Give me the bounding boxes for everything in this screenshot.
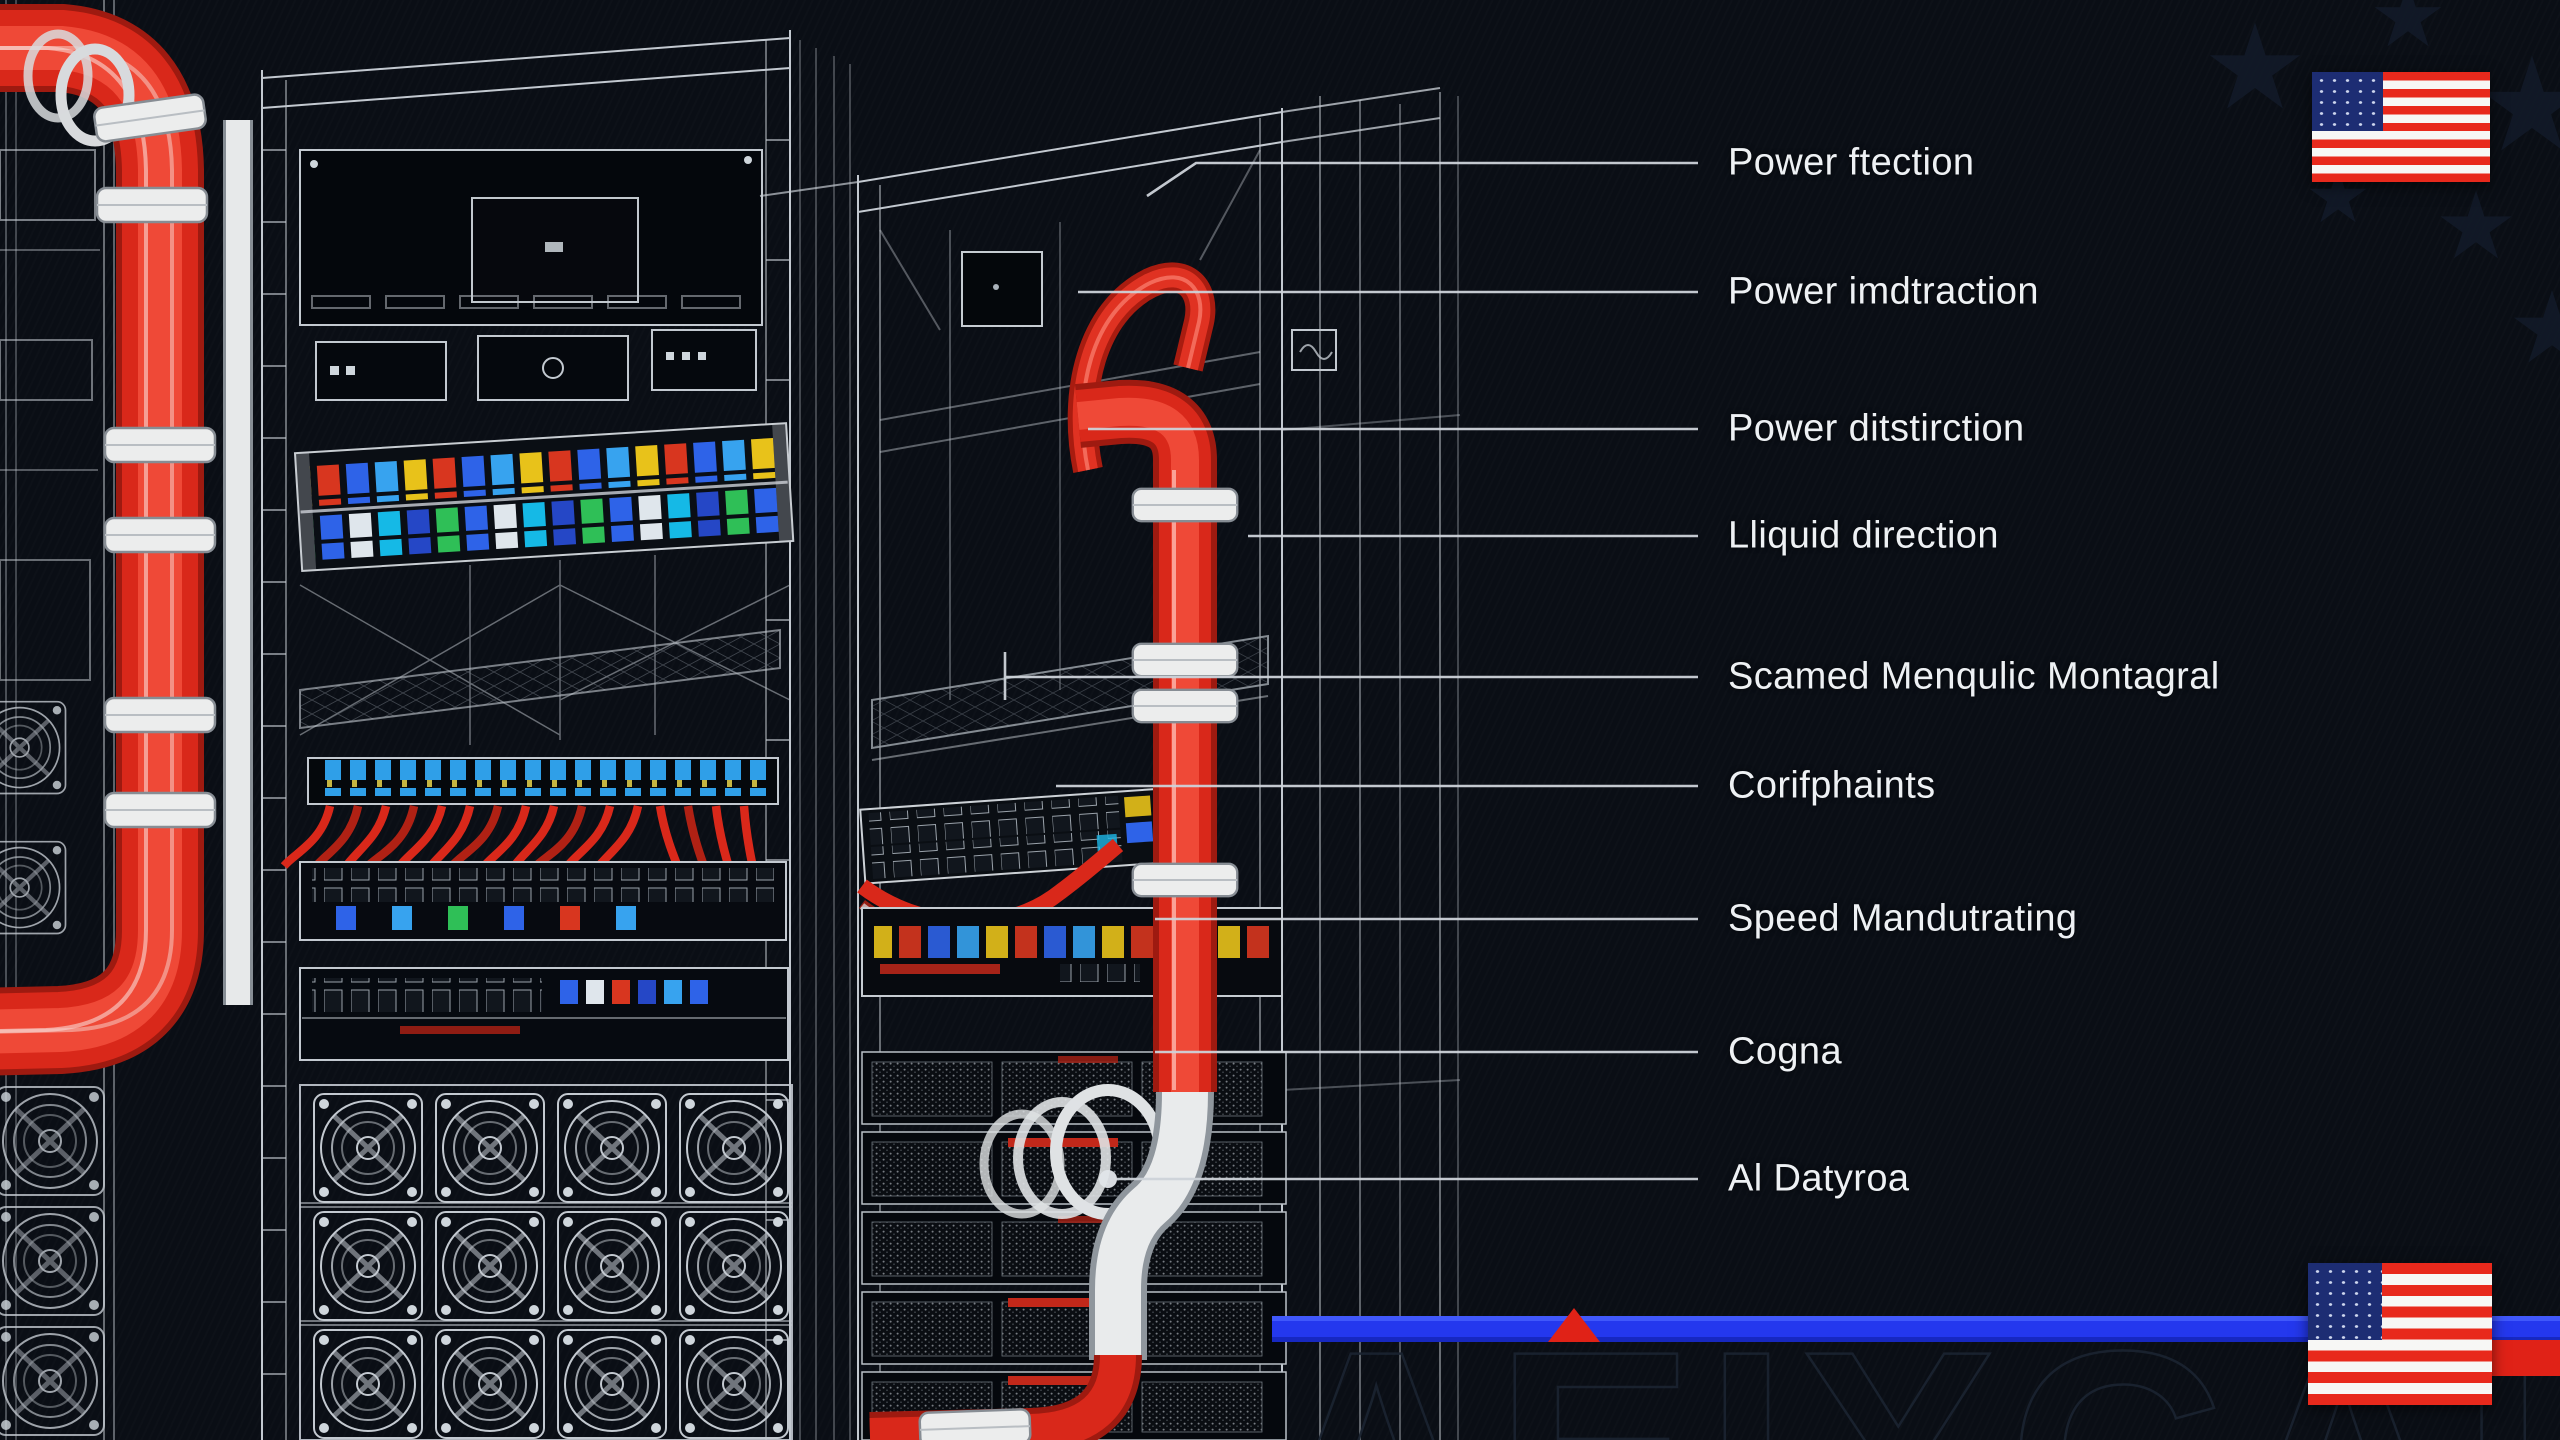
callout-label-8: Cogna	[1728, 1030, 1842, 1073]
flag-canton	[2308, 1263, 2382, 1340]
callout-label-4: Lliquid direction	[1728, 514, 1999, 557]
flag-canton	[2312, 72, 2384, 132]
fan-array	[299, 1084, 793, 1440]
us-flag-icon	[2312, 72, 2490, 182]
patch-panel-colored	[293, 422, 795, 573]
callout-leader-lines	[1003, 161, 1698, 1188]
cable-tray	[859, 787, 1166, 885]
us-flag-icon	[2308, 1263, 2492, 1405]
callout-label-6: Corifphaints	[1728, 764, 1936, 807]
left-red-conduit	[0, 4, 253, 1076]
callout-label-5: Scamed Menqulic Montagral	[1728, 655, 2220, 698]
red-triangle	[1548, 1308, 1600, 1342]
callout-label-9: Al Datyroa	[1728, 1157, 1910, 1200]
callout-label-3: Power ditstirction	[1728, 407, 2025, 450]
callout-label-1: Power ftection	[1728, 141, 1975, 184]
middle-rack	[759, 87, 1461, 1440]
middle-red-pipe	[869, 379, 1239, 1440]
rack-gap-lines	[799, 40, 851, 1440]
left-rack	[261, 30, 795, 1440]
callout-label-2: Power imdtraction	[1728, 270, 2039, 313]
callout-label-7: Speed Mandutrating	[1728, 897, 2078, 940]
red-strip	[2492, 1340, 2560, 1376]
